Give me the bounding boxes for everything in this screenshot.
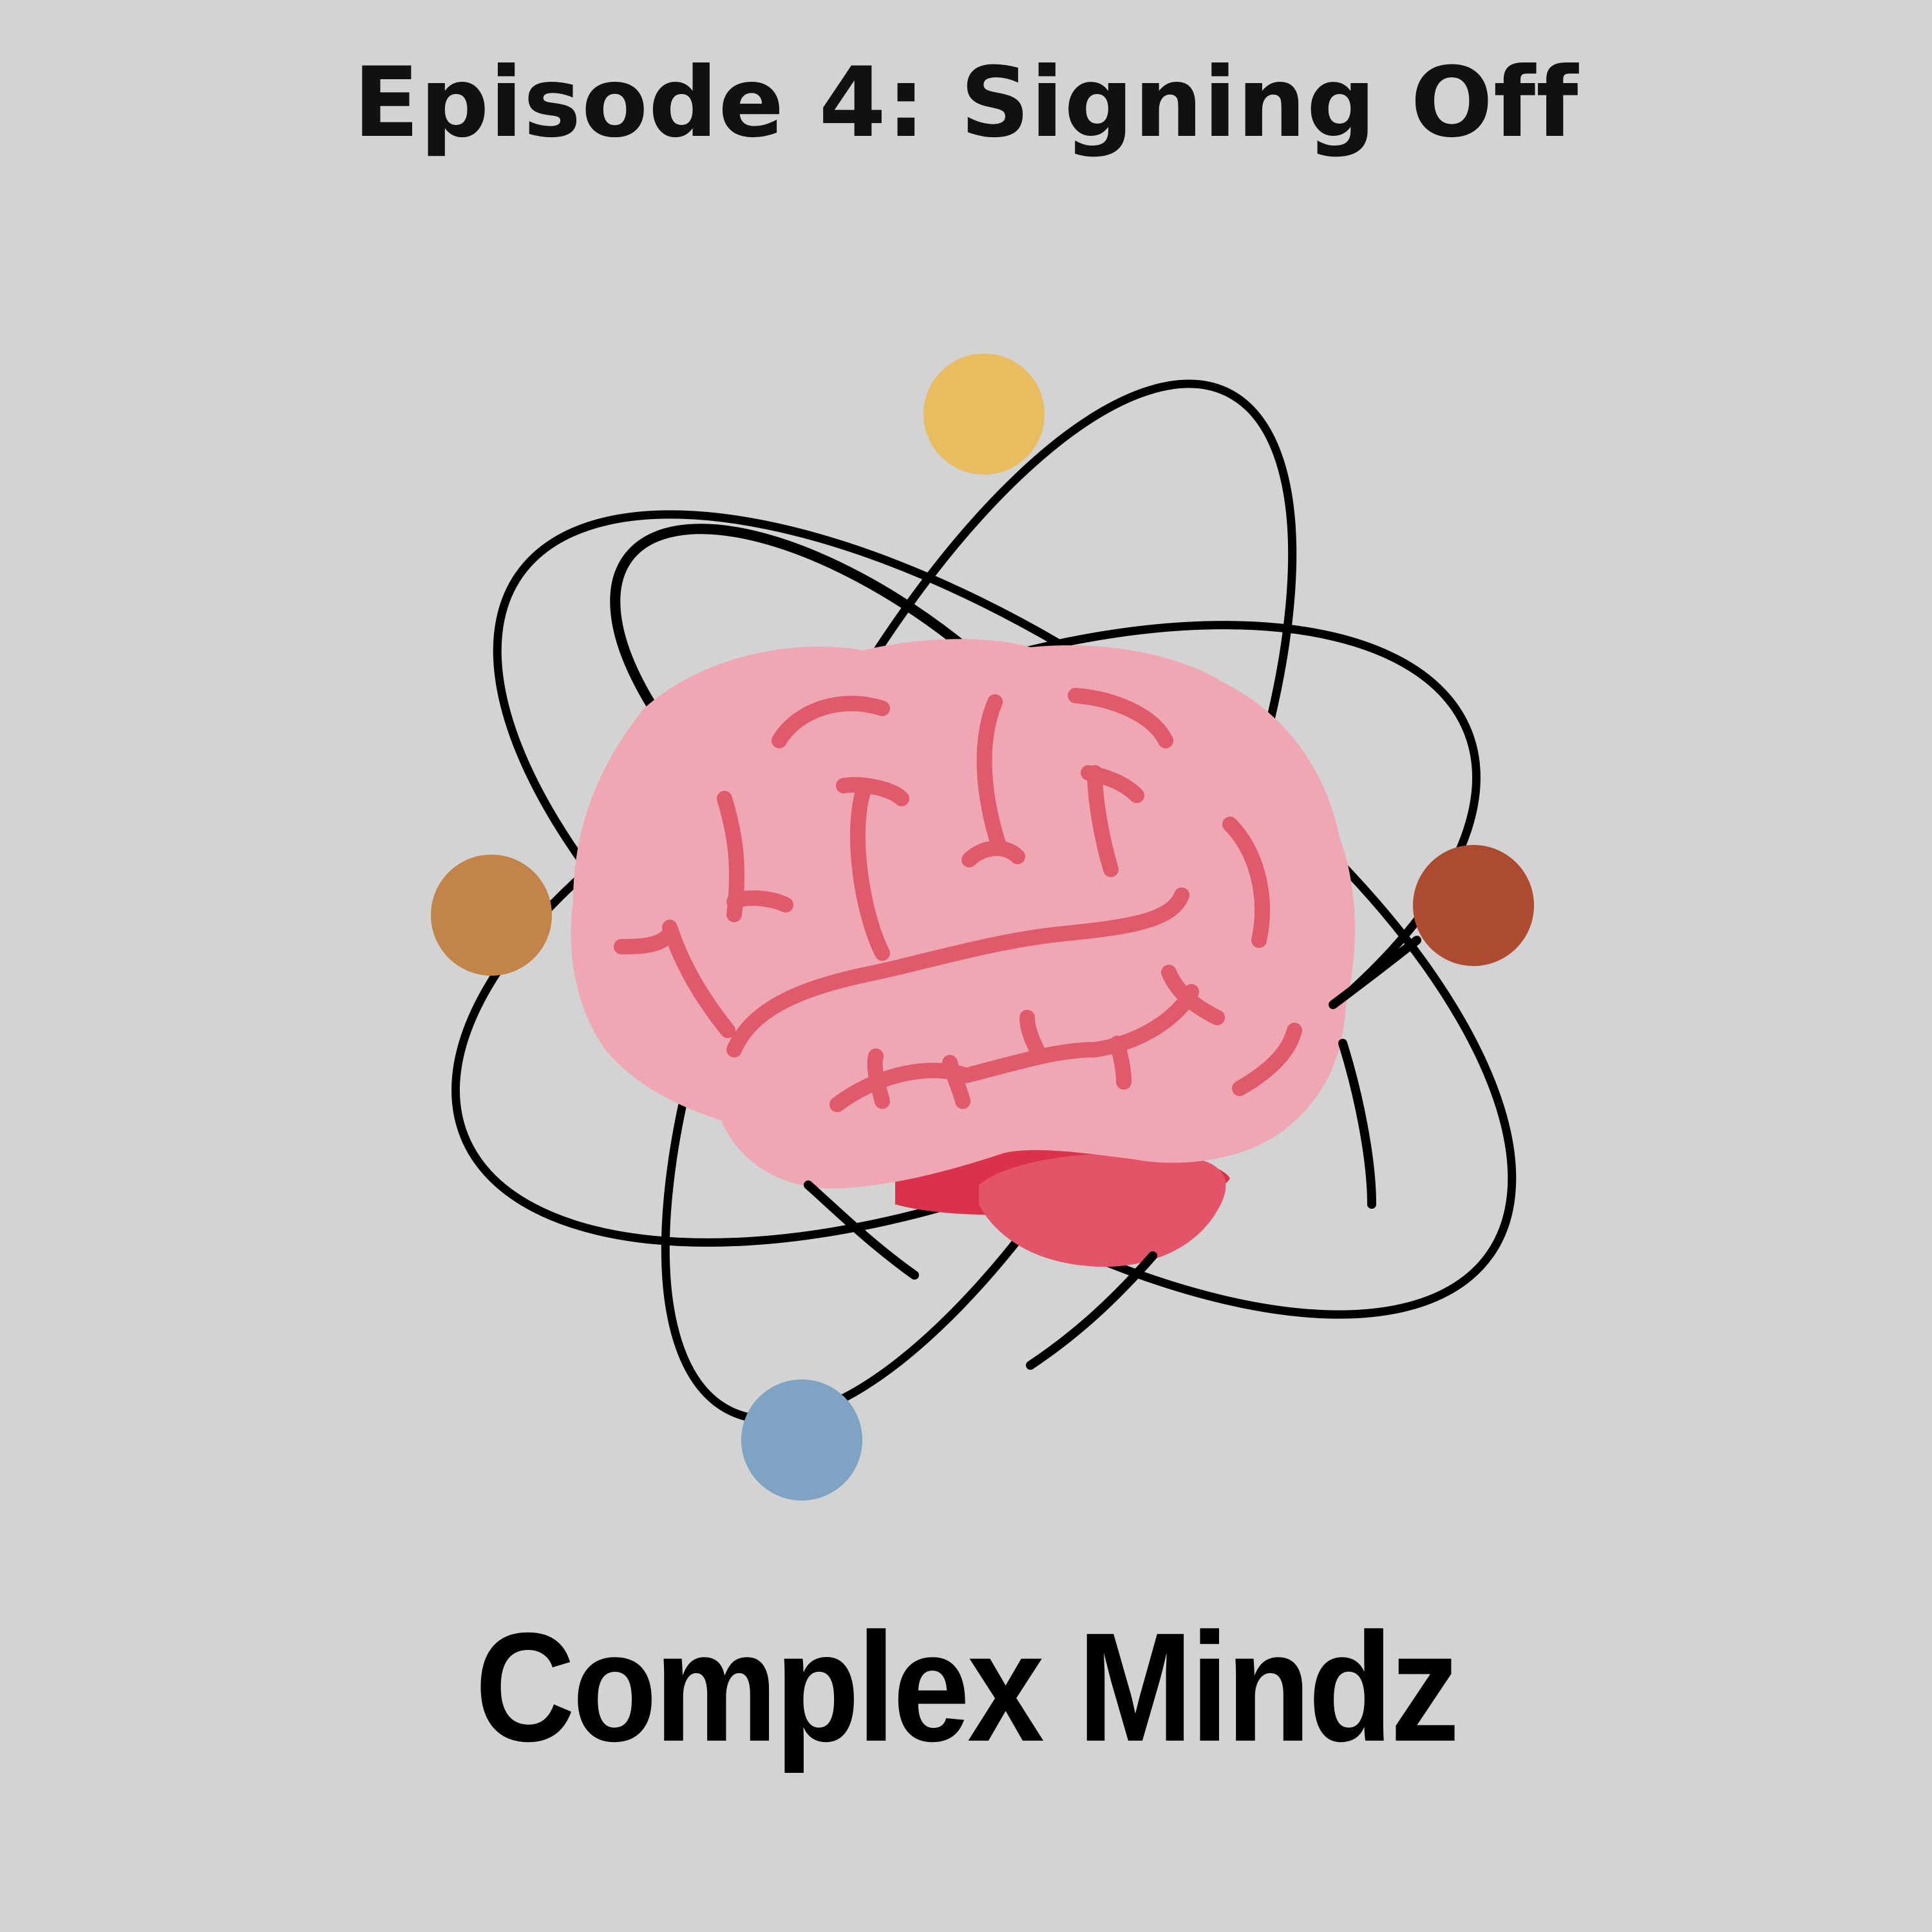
electron-right — [1413, 845, 1534, 966]
cerebellum — [979, 1153, 1226, 1267]
episode-title: Episode 4: Signing Off — [353, 47, 1579, 159]
brain — [571, 639, 1355, 1267]
orbit-front-arcs — [804, 936, 1421, 1370]
electrons — [431, 354, 1534, 1501]
electron-top — [923, 354, 1045, 475]
electron-left — [431, 855, 552, 976]
cerebrum — [571, 639, 1355, 1189]
electron-bottom — [741, 1379, 862, 1501]
brain-folds — [614, 688, 1302, 1112]
show-title: Complex Mindz — [475, 1600, 1460, 1774]
